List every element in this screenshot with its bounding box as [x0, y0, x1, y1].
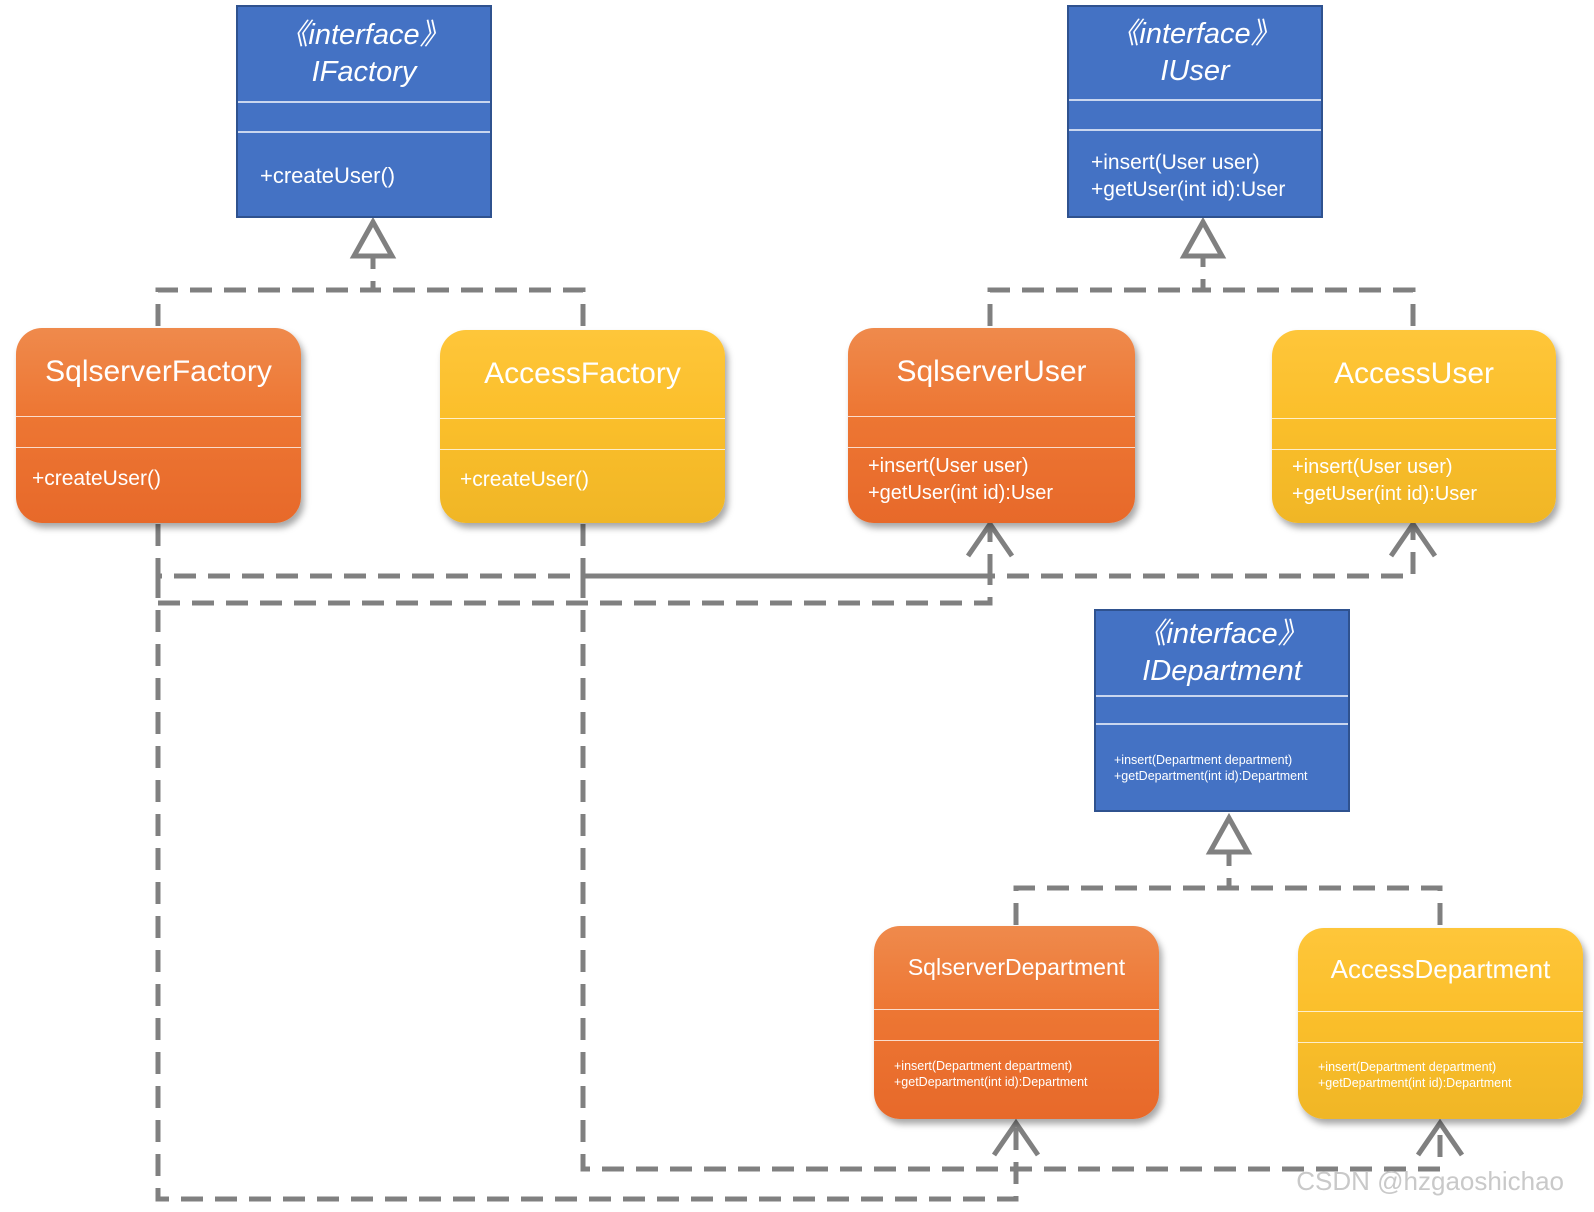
interface-idepartment: 《interface》 IDepartment +insert(Departme…	[1094, 609, 1350, 812]
attributes-compartment	[238, 101, 490, 131]
attributes-compartment	[16, 416, 301, 447]
realization-arrowhead-idepartment	[1205, 812, 1253, 855]
methods-compartment: +createUser()	[440, 449, 725, 510]
interface-header: 《interface》 IFactory	[238, 7, 490, 101]
stereotype-label: 《interface》	[1137, 618, 1307, 650]
attributes-compartment	[1272, 418, 1556, 449]
methods-compartment: +insert(User user) +getUser(int id):User	[1272, 449, 1556, 512]
method-label: +insert(Department department)	[1318, 1060, 1497, 1074]
methods-compartment: +createUser()	[238, 131, 490, 216]
method-label: +insert(User user)	[868, 455, 1029, 477]
attributes-compartment	[874, 1009, 1159, 1040]
attributes-compartment	[1298, 1011, 1583, 1042]
method-label: +insert(User user)	[1091, 150, 1260, 174]
interface-ifactory: 《interface》 IFactory +createUser()	[236, 5, 492, 218]
class-name: SqlserverFactory	[45, 355, 272, 388]
class-sqlserveruser: SqlserverUser +insert(User user) +getUse…	[848, 328, 1135, 523]
stereotype-label: 《interface》	[279, 19, 449, 51]
attributes-compartment	[1069, 99, 1321, 129]
interface-name: IUser	[1160, 55, 1230, 87]
method-label: +getUser(int id):User	[1091, 177, 1286, 201]
class-accessfactory: AccessFactory +createUser()	[440, 330, 725, 523]
attributes-compartment	[1096, 695, 1348, 723]
interface-name: IFactory	[311, 56, 417, 88]
realization-line-sqlserveruser	[987, 258, 1206, 326]
method-label: +getUser(int id):User	[1292, 483, 1478, 505]
methods-compartment: +insert(Department department) +getDepar…	[1096, 723, 1348, 810]
realization-line-accessfactory	[373, 287, 586, 326]
dependency-line-sqlserverfactory-branch	[158, 576, 993, 606]
realization-line-accessdepartment	[1229, 885, 1443, 925]
class-accessuser: AccessUser +insert(User user) +getUser(i…	[1272, 330, 1556, 523]
watermark-text: CSDN @hzgaoshichao	[1296, 1166, 1564, 1196]
class-name: SqlserverDepartment	[907, 954, 1126, 980]
methods-compartment: +insert(User user) +getUser(int id):User	[1069, 129, 1321, 216]
dependency-line-sqlserverfactory-to-sqlserverdepartment	[155, 576, 1019, 1202]
method-label: +getDepartment(int id):Department	[1114, 768, 1308, 783]
realization-line-accessuser	[1203, 287, 1416, 326]
realization-line-sqlserverdepartment	[1013, 854, 1232, 925]
interface-iuser: 《interface》 IUser +insert(User user) +ge…	[1067, 5, 1323, 218]
interface-name: IDepartment	[1142, 655, 1302, 687]
method-label: +createUser()	[260, 162, 396, 188]
interface-header: 《interface》 IUser	[1069, 7, 1321, 99]
class-sqlserverdepartment: SqlserverDepartment +insert(Department d…	[874, 926, 1159, 1119]
method-label: +getDepartment(int id):Department	[1318, 1076, 1512, 1090]
realization-arrowhead-ifactory	[349, 216, 397, 259]
methods-compartment: +createUser()	[16, 447, 301, 510]
dependency-arrowhead-accessuser	[1388, 519, 1438, 558]
interface-header: 《interface》 IDepartment	[1096, 611, 1348, 695]
method-label: +insert(User user)	[1292, 456, 1453, 478]
methods-compartment: +insert(User user) +getUser(int id):User	[848, 447, 1135, 512]
realization-arrowhead-iuser	[1179, 216, 1227, 259]
method-label: +insert(Department department)	[894, 1059, 1073, 1073]
class-name: AccessDepartment	[1330, 954, 1551, 984]
method-label: +getUser(int id):User	[868, 482, 1054, 504]
method-label: +getDepartment(int id):Department	[894, 1075, 1088, 1089]
stereotype-label: 《interface》	[1110, 18, 1280, 50]
dependency-line-factories-to-sqlserveruser	[155, 524, 993, 579]
attributes-compartment	[848, 416, 1135, 447]
dependency-arrowhead-sqlserveruser	[965, 519, 1015, 558]
class-sqlserverfactory: SqlserverFactory +createUser()	[16, 328, 301, 523]
methods-compartment: +insert(Department department) +getDepar…	[1298, 1042, 1583, 1107]
attributes-compartment	[440, 418, 725, 449]
class-name: AccessUser	[1333, 357, 1495, 390]
method-label: +createUser()	[460, 468, 589, 491]
methods-compartment: +insert(Department department) +getDepar…	[874, 1040, 1159, 1107]
dependency-arrowhead-accessdepartment	[1415, 1118, 1465, 1157]
realization-line-sqlserverfactory	[155, 258, 376, 326]
method-label: +insert(Department department)	[1114, 752, 1293, 767]
method-label: +createUser()	[32, 467, 161, 490]
class-name: SqlserverUser	[896, 355, 1087, 388]
class-name: AccessFactory	[484, 357, 681, 390]
dependency-arrowhead-sqlserverdepartment	[991, 1118, 1041, 1157]
dependency-line-accessfactory-to-accessdepartment	[580, 576, 1443, 1172]
class-accessdepartment: AccessDepartment +insert(Department depa…	[1298, 928, 1583, 1119]
